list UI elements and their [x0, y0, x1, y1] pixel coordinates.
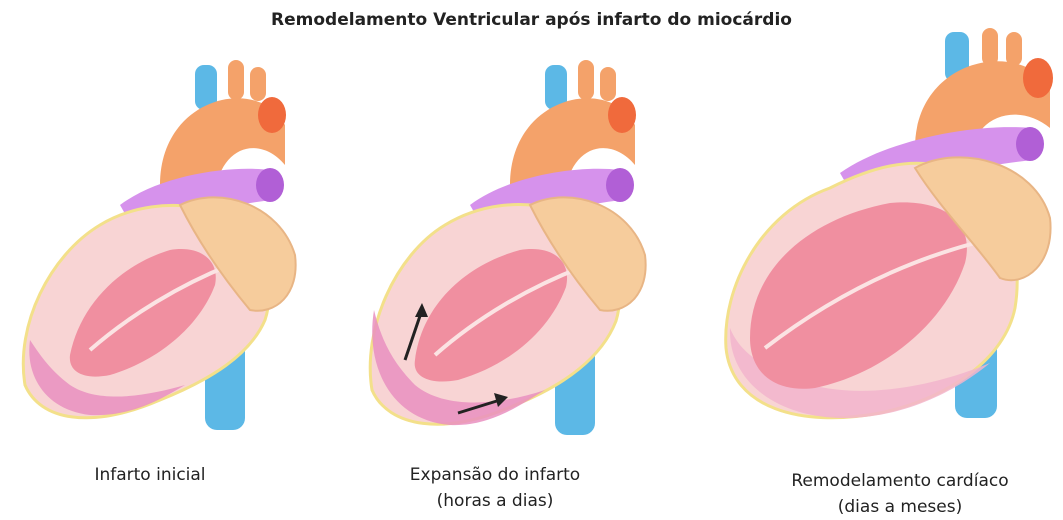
- aortic-branch: [1023, 58, 1053, 98]
- aortic-branch-top: [982, 28, 998, 66]
- caption-remodeled-line-1: Remodelamento cardíaco: [765, 468, 1035, 494]
- aortic-branch: [258, 97, 286, 133]
- figure-title: Remodelamento Ventricular após infarto d…: [0, 10, 1063, 30]
- aortic-branch-top-2: [600, 67, 616, 101]
- caption-expansion-line-1: Expansão do infarto: [375, 462, 615, 488]
- heart-initial-illustration: [10, 55, 310, 435]
- caption-expansion: Expansão do infarto (horas a dias): [375, 462, 615, 514]
- aortic-branch-top: [228, 60, 244, 100]
- aortic-branch-top-2: [1006, 32, 1022, 66]
- caption-remodeled: Remodelamento cardíaco (dias a meses): [765, 468, 1035, 520]
- heart-remodeled-illustration: [720, 28, 1063, 438]
- caption-initial-line-1: Infarto inicial: [60, 462, 240, 488]
- aortic-branch-top: [578, 60, 594, 100]
- heart-expansion-illustration: [360, 55, 660, 440]
- caption-initial: Infarto inicial: [60, 462, 240, 488]
- aortic-branch-top-2: [250, 67, 266, 101]
- aortic-branch: [608, 97, 636, 133]
- pulmonary-artery-end: [1016, 127, 1044, 161]
- caption-remodeled-line-2: (dias a meses): [765, 494, 1035, 520]
- caption-expansion-line-2: (horas a dias): [375, 488, 615, 514]
- pulmonary-artery-end: [256, 168, 284, 202]
- pulmonary-artery-end: [606, 168, 634, 202]
